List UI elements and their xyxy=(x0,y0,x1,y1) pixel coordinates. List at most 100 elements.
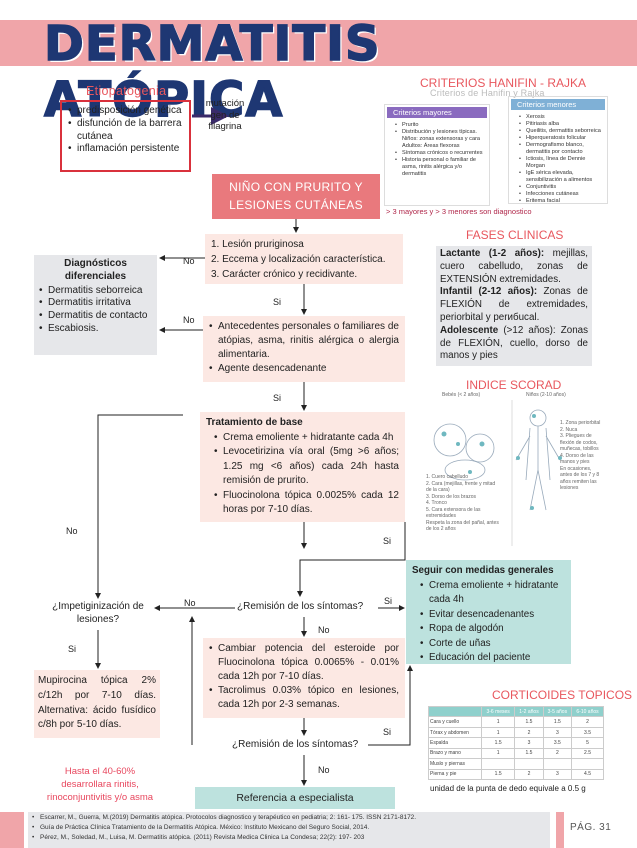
label-si: Si xyxy=(383,536,392,546)
medidas-title: Seguir con medidas generales xyxy=(412,565,554,576)
criteria-line: 2. Eccema y localización característica. xyxy=(211,254,386,265)
antecedentes-box: Antecedentes personales o familiares de … xyxy=(203,316,405,382)
label-no: No xyxy=(66,526,78,536)
dd-item: Dermatitis seborreica xyxy=(39,285,152,298)
etiopatogenia-title: Etiopatogenia xyxy=(86,84,167,98)
diagnostic-note: > 3 mayores y > 3 menores son diagnostic… xyxy=(386,207,532,216)
scorad-legend: 5. Cara extensora de las extremidades xyxy=(426,506,481,520)
filagrina-label: mutación gen de filagrina xyxy=(205,98,245,132)
dd-item: Dermatitis irritativa xyxy=(39,297,152,310)
mupirocina-box: Mupirocina tópica 2% c/12h por 7-10 días… xyxy=(34,670,160,738)
diferenciales-title: Diagnósticos diferenciales xyxy=(64,258,127,282)
footer-accent xyxy=(0,812,24,848)
etiopatogenia-box: predisposición genética disfunción de la… xyxy=(60,100,191,172)
fase-infantil: Infantil (2-12 años): Zonas de FLEXIÓN d… xyxy=(440,286,588,323)
scorad-col1: Bebés (< 2 años) xyxy=(442,392,481,398)
label-si: Si xyxy=(273,297,282,307)
hanifin-subtitle: Criterios de Hanifin y Rajka xyxy=(430,88,545,98)
criteria-line: 3. Carácter crónico y recidivante. xyxy=(211,269,358,280)
scorad-legend: 1. Zona periorbital xyxy=(560,420,601,426)
corticoides-title: CORTICOIDES TOPICOS xyxy=(492,688,633,702)
body-diagram-icon xyxy=(433,400,562,546)
fases-title: FASES CLINICAS xyxy=(466,228,564,242)
fases-box: Lactante (1-2 años): mejillas, cuero cab… xyxy=(436,246,592,366)
references: Escarrer, M., Guerra, M.(2019) Dermatiti… xyxy=(32,813,416,843)
menor-item: Infecciones cutáneas xyxy=(519,191,601,198)
tratamiento-item: Levocetirizina vía oral (5mg >6 años; 1.… xyxy=(214,445,399,489)
menor-item: Ictiosis, línea de Dennie Morgan xyxy=(519,156,601,170)
etio-item: inflamación persistente xyxy=(68,143,183,156)
label-no: No xyxy=(318,765,330,775)
etio-item: disfunción de la barrera cutánea xyxy=(68,118,183,144)
tratamiento-title: Tratamiento de base xyxy=(206,417,303,428)
label-no: No xyxy=(183,315,195,325)
medida-item: Evitar desencadenantes xyxy=(420,608,565,623)
menor-item: Conjuntivitis xyxy=(519,184,601,191)
label-si: Si xyxy=(273,393,282,403)
header-accent xyxy=(0,20,38,66)
question-remision-2: ¿Remisión de los síntomas? xyxy=(232,739,359,750)
mayor-item: Distribución y lesiones típicas. Niños: … xyxy=(395,129,483,150)
tratamiento-item: Fluocinolona tópica 0.0025% cada 12 hora… xyxy=(214,489,399,518)
page-number: PÁG. 31 xyxy=(570,822,612,833)
medida-item: Corte de uñas xyxy=(420,637,565,652)
label-no: No xyxy=(318,625,330,635)
criteria-box: 1. Lesión pruriginosa 2. Eccema y locali… xyxy=(205,234,403,284)
scorad-legend: 3. Dorso de los brazos xyxy=(426,493,477,500)
medidas-generales-box: Seguir con medidas generales Crema emoli… xyxy=(406,560,571,665)
label-si: Si xyxy=(68,644,77,654)
menor-item: Eritema facial xyxy=(519,198,601,205)
scorad-legend: 2. Cara (mejillas, frente y mitad de la … xyxy=(426,480,496,494)
question-impetiginizacion: ¿Impetiginización de lesiones? xyxy=(52,601,144,625)
hanifin-title: CRITERIOS HANIFIN - RAJKA xyxy=(420,76,587,90)
label-no: No xyxy=(184,598,196,608)
scorad-legend: 4. Dorso de las manos y pies xyxy=(560,452,594,466)
dd-item: Dermatitis de contacto xyxy=(39,310,152,323)
scorad-legend: 1. Cuero cabelludo xyxy=(426,474,468,480)
mayor-item: Historia personal o familiar de asma, ri… xyxy=(395,157,483,178)
scorad-legend: 3. Pliegues de flexión de codos, muñecas… xyxy=(560,433,599,452)
menor-item: IgE sérica elevada, sensibilización a al… xyxy=(519,170,601,184)
segunda-linea-item: Cambiar potencia del esteroide por Fluoc… xyxy=(209,642,399,684)
table-row: Muslo y piernas xyxy=(428,758,604,770)
referencia-box: Referencia a especialista xyxy=(195,787,395,809)
scorad-col2: Niños (2-10 años) xyxy=(526,392,566,398)
medida-item: Crema emoliente + hidratante cada 4h xyxy=(420,579,565,608)
medida-item: Ropa de algodón xyxy=(420,622,565,637)
menores-title: Criterios menores xyxy=(511,99,605,110)
menor-item: Hiperqueratosis folicular xyxy=(519,135,601,142)
corticoides-note: unidad de la punta de dedo equivale a 0.… xyxy=(430,784,586,793)
scorad-legend: 4. Tronco xyxy=(426,500,447,506)
criteria-line: 1. Lesión pruriginosa xyxy=(211,239,304,250)
scorad-figure: Bebés (< 2 años) Niños (2-10 años) 1. Cu… xyxy=(420,390,604,546)
mayor-item: Síntomas crónicos o recurrentes xyxy=(395,150,483,157)
menor-item: Xerosis xyxy=(519,114,601,121)
diferenciales-box: Diagnósticos diferenciales Dermatitis se… xyxy=(34,255,157,355)
reference-item: Pérez, M., Soledad, M., Luisa, M. Dermat… xyxy=(32,833,416,843)
pronostico-note: Hasta el 40-60% desarrollara rinitis, ri… xyxy=(46,766,154,803)
menor-item: Pitiriasis alba xyxy=(519,121,601,128)
antecedente-item: Agente desencadenante xyxy=(209,362,399,376)
etio-item: predisposición genética xyxy=(68,105,183,118)
page-accent xyxy=(556,812,564,848)
segunda-linea-item: Tacrolimus 0.03% tópico en lesiones, cad… xyxy=(209,684,399,712)
scorad-legend: Respeta la zona del pañal, antes de los … xyxy=(426,519,499,533)
header-band xyxy=(38,20,637,66)
label-si: Si xyxy=(383,727,392,737)
tratamiento-item: Crema emoliente + hidratante cada 4h xyxy=(214,431,399,446)
dd-item: Escabiosis. xyxy=(39,323,152,336)
question-remision-1: ¿Remisión de los síntomas? xyxy=(237,601,364,612)
fase-lactante: Lactante (1-2 años): mejillas, cuero cab… xyxy=(440,248,588,285)
mayor-item: Prurito xyxy=(395,122,483,129)
antecedente-item: Antecedentes personales o familiares de … xyxy=(209,320,399,362)
scorad-legend: 2. Nuca xyxy=(560,426,578,433)
menor-item: Queilitis, dermatitis seborreica xyxy=(519,128,601,135)
